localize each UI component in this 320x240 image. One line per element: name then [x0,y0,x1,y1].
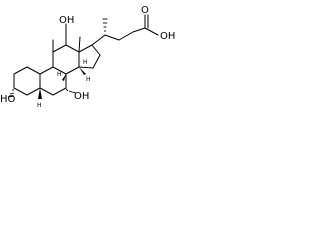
ring-a [13,66,54,96]
cholic-acid-structure: OH HO OH OH O H H H H [0,5,175,109]
ring-d [78,44,101,69]
ring-c [52,44,80,75]
oh-c3-label: HO [0,94,16,105]
ring-b [39,66,67,96]
carbonyl-o-label: O [141,5,149,16]
acid-oh-label: OH [160,31,175,42]
angular-methyls [52,36,81,53]
h-c9-label: H [57,71,62,78]
h-c14-label: H [83,59,88,66]
oh-c12-label: OH [59,15,74,26]
oh-c7-label: OH [74,91,89,102]
h-c5-label: H [37,102,42,109]
h-c8-label: H [86,76,91,83]
stereo-hydrogens [38,67,86,99]
side-chain [91,14,159,46]
hydroxyl-bonds [7,23,77,98]
